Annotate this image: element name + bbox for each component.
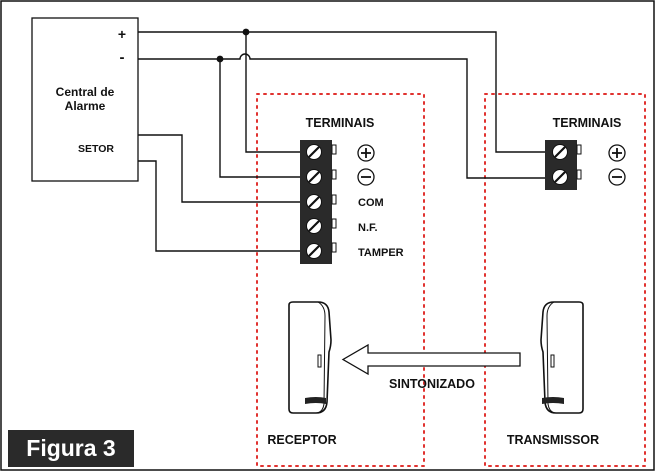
transmissor-zone xyxy=(484,93,646,467)
beam-label: SINTONIZADO xyxy=(389,377,475,391)
figure-caption: Figura 3 xyxy=(26,435,116,461)
wire-tamper xyxy=(138,160,300,252)
central-title-line2: Alarme xyxy=(65,99,106,113)
transmissor-tab xyxy=(576,169,582,180)
wire-negative-receptor xyxy=(219,59,300,178)
plus-circle-icon xyxy=(357,144,375,162)
central-title-line1: Central de xyxy=(56,85,115,99)
terminal-label-com: COM xyxy=(358,197,384,209)
receptor-tab xyxy=(331,194,337,205)
junction-negative xyxy=(216,55,224,63)
beam-arrow-icon xyxy=(341,343,521,376)
minus-circle-icon xyxy=(357,168,375,186)
minus-circle-icon xyxy=(608,168,626,186)
receptor-device-icon xyxy=(288,301,332,414)
transmissor-label: TRANSMISSOR xyxy=(507,433,599,447)
receptor-tab xyxy=(331,169,337,180)
receptor-terminal-block xyxy=(300,140,337,264)
receptor-tab xyxy=(331,218,337,229)
receptor-tab xyxy=(331,242,337,253)
wire-positive-receptor xyxy=(245,32,300,153)
central-alarm-box xyxy=(31,17,139,182)
junction-positive xyxy=(242,28,250,36)
transmissor-tab xyxy=(576,144,582,155)
terminal-label-nf: N.F. xyxy=(358,222,378,234)
wire-positive xyxy=(138,31,545,153)
wire-com xyxy=(138,134,300,203)
transmissor-terminal-block xyxy=(545,140,582,190)
central-setor-label: SETOR xyxy=(78,143,114,155)
receptor-zone xyxy=(256,93,425,467)
receptor-terminals-title: TERMINAIS xyxy=(306,116,375,130)
transmissor-terminals-title: TERMINAIS xyxy=(553,116,622,130)
plus-circle-icon xyxy=(608,144,626,162)
figure-caption-badge: Figura 3 xyxy=(8,430,134,467)
central-minus-label: - xyxy=(120,49,125,66)
terminal-label-tamper: TAMPER xyxy=(358,247,404,259)
transmissor-device-icon xyxy=(540,301,584,414)
wires xyxy=(138,31,545,252)
central-plus-label: + xyxy=(118,26,126,42)
receptor-tab xyxy=(331,144,337,155)
receptor-label: RECEPTOR xyxy=(267,433,336,447)
